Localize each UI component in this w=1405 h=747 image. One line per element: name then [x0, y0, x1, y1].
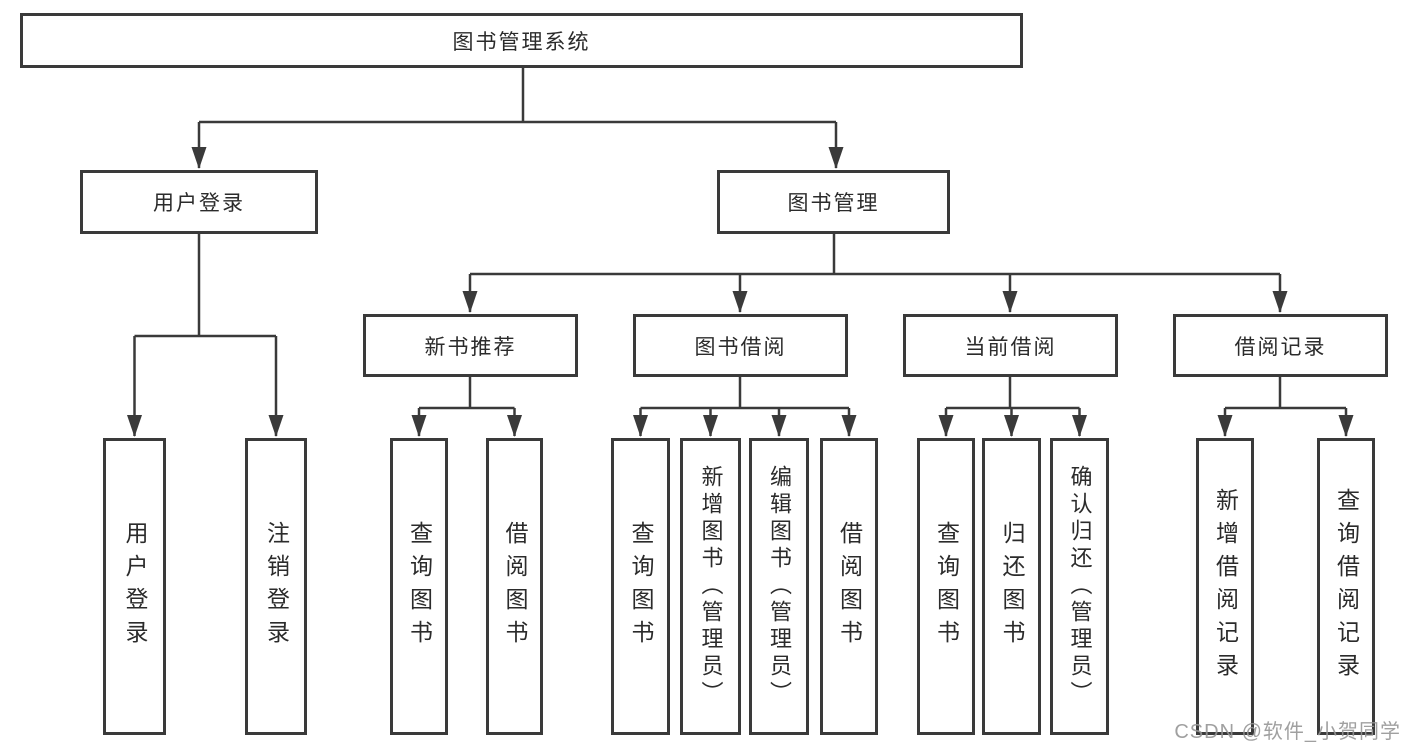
leaf-recommend-query-books: 查询图书	[390, 438, 448, 735]
leaf-logout: 注销登录	[245, 438, 307, 735]
leaf-query-borrow-record: 查询借阅记录	[1317, 438, 1375, 735]
node-library-management-system: 图书管理系统	[20, 13, 1023, 68]
node-label-borrowing-records: 借阅记录	[1234, 335, 1327, 359]
node-current-borrowing: 当前借阅	[903, 314, 1118, 377]
leaf-label-edit-books-admin: 编辑图书（管理员）	[767, 465, 792, 708]
leaf-label-recommend-borrow-books: 借阅图书	[502, 520, 528, 653]
node-book-borrowing: 图书借阅	[633, 314, 848, 377]
leaf-add-borrow-record: 新增借阅记录	[1196, 438, 1254, 735]
node-user-login: 用户登录	[80, 170, 318, 234]
leaf-label-borrowing-query-books: 查询图书	[628, 520, 654, 653]
leaf-label-current-query-books: 查询图书	[933, 520, 960, 653]
leaf-label-logout: 注销登录	[263, 520, 290, 653]
leaf-label-confirm-return-admin: 确认归还（管理员）	[1067, 465, 1093, 708]
node-label-root: 图书管理系统	[452, 30, 591, 54]
leaf-edit-books-admin: 编辑图书（管理员）	[749, 438, 809, 735]
leaf-add-books-admin: 新增图书（管理员）	[680, 438, 741, 735]
leaf-label-query-borrow-record: 查询借阅记录	[1333, 487, 1360, 686]
leaf-label-borrowing-borrow-books: 借阅图书	[836, 520, 863, 653]
leaf-label-user-login: 用户登录	[122, 520, 148, 653]
leaf-user-login: 用户登录	[103, 438, 166, 735]
leaf-confirm-return-admin: 确认归还（管理员）	[1050, 438, 1109, 735]
leaf-label-recommend-query-books: 查询图书	[406, 520, 433, 653]
leaf-label-add-books-admin: 新增图书（管理员）	[698, 465, 724, 708]
csdn-watermark: CSDN @软件_小贺同学	[1174, 721, 1401, 743]
node-label-current-borrowing: 当前借阅	[964, 335, 1057, 359]
node-new-book-recommend: 新书推荐	[363, 314, 578, 377]
leaf-borrowing-query-books: 查询图书	[611, 438, 670, 735]
node-label-user-login: 用户登录	[153, 192, 245, 215]
leaf-borrowing-borrow-books: 借阅图书	[820, 438, 878, 735]
leaf-label-return-books: 归还图书	[999, 520, 1025, 653]
node-label-book-management: 图书管理	[787, 192, 880, 215]
leaf-label-add-borrow-record: 新增借阅记录	[1212, 487, 1239, 686]
leaf-current-query-books: 查询图书	[917, 438, 975, 735]
leaf-return-books: 归还图书	[982, 438, 1041, 735]
node-book-management: 图书管理	[717, 170, 950, 234]
node-borrowing-records: 借阅记录	[1173, 314, 1388, 377]
leaf-recommend-borrow-books: 借阅图书	[486, 438, 543, 735]
node-label-book-borrowing: 图书借阅	[694, 335, 787, 359]
node-label-new-book-recommend: 新书推荐	[424, 335, 517, 359]
